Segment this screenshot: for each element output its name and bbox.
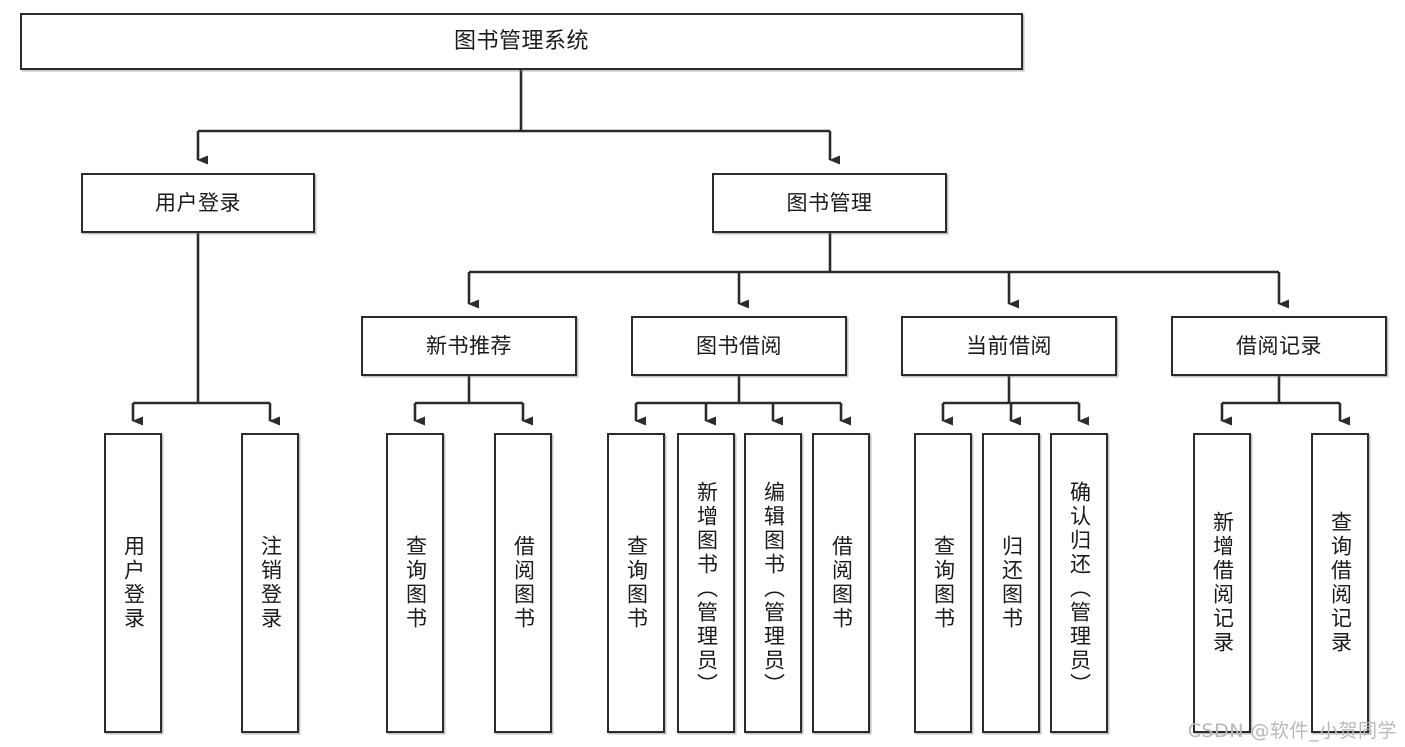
node-label: 注销登录 — [258, 535, 283, 631]
node-current-borrow[interactable]: 当前借阅 — [901, 316, 1117, 376]
node-book-management[interactable]: 图书管理 — [712, 173, 947, 233]
node-label: 新书推荐 — [426, 333, 512, 358]
node-label: 查询图书 — [624, 535, 649, 631]
node-label: 用户登录 — [121, 535, 146, 631]
node-label: 新增图书（管理员） — [694, 481, 719, 697]
node-label: 编辑图书（管理员） — [761, 481, 786, 697]
node-label: 查询借阅记录 — [1328, 511, 1353, 655]
node-label: 确认归还（管理员） — [1067, 481, 1092, 697]
node-label: 归还图书 — [999, 535, 1024, 631]
leaf-user-login-login[interactable]: 用户登录 — [104, 433, 162, 733]
node-label: 图书管理系统 — [453, 28, 589, 54]
node-label: 新增借阅记录 — [1210, 511, 1235, 655]
leaf-current-borrow-query[interactable]: 查询图书 — [914, 433, 972, 733]
leaf-new-book-query[interactable]: 查询图书 — [386, 433, 444, 733]
leaf-user-login-logout[interactable]: 注销登录 — [241, 433, 299, 733]
node-label: 当前借阅 — [966, 333, 1052, 358]
watermark-text: CSDN @软件_小贺同学 — [1187, 720, 1397, 742]
leaf-book-borrow-add[interactable]: 新增图书（管理员） — [677, 433, 735, 733]
leaf-book-borrow-query[interactable]: 查询图书 — [607, 433, 665, 733]
node-label: 借阅图书 — [511, 535, 536, 631]
leaf-borrow-records-query[interactable]: 查询借阅记录 — [1311, 433, 1369, 733]
node-label: 借阅图书 — [829, 535, 854, 631]
node-label: 查询图书 — [403, 535, 428, 631]
node-label: 图书管理 — [786, 190, 873, 215]
node-root-book-management-system[interactable]: 图书管理系统 — [20, 13, 1023, 70]
node-new-book-recommend[interactable]: 新书推荐 — [361, 316, 577, 376]
node-label: 用户登录 — [155, 190, 241, 215]
leaf-book-borrow-edit[interactable]: 编辑图书（管理员） — [744, 433, 802, 733]
leaf-current-borrow-return[interactable]: 归还图书 — [982, 433, 1040, 733]
leaf-borrow-records-add[interactable]: 新增借阅记录 — [1193, 433, 1251, 733]
node-label: 图书借阅 — [696, 333, 782, 358]
leaf-new-book-borrow[interactable]: 借阅图书 — [494, 433, 552, 733]
node-borrow-records[interactable]: 借阅记录 — [1171, 316, 1387, 376]
node-book-borrow[interactable]: 图书借阅 — [631, 316, 847, 376]
leaf-book-borrow-borrow[interactable]: 借阅图书 — [812, 433, 870, 733]
node-user-login[interactable]: 用户登录 — [81, 173, 315, 233]
node-label: 查询图书 — [931, 535, 956, 631]
leaf-current-borrow-confirm-return[interactable]: 确认归还（管理员） — [1050, 433, 1108, 733]
node-label: 借阅记录 — [1236, 333, 1322, 358]
